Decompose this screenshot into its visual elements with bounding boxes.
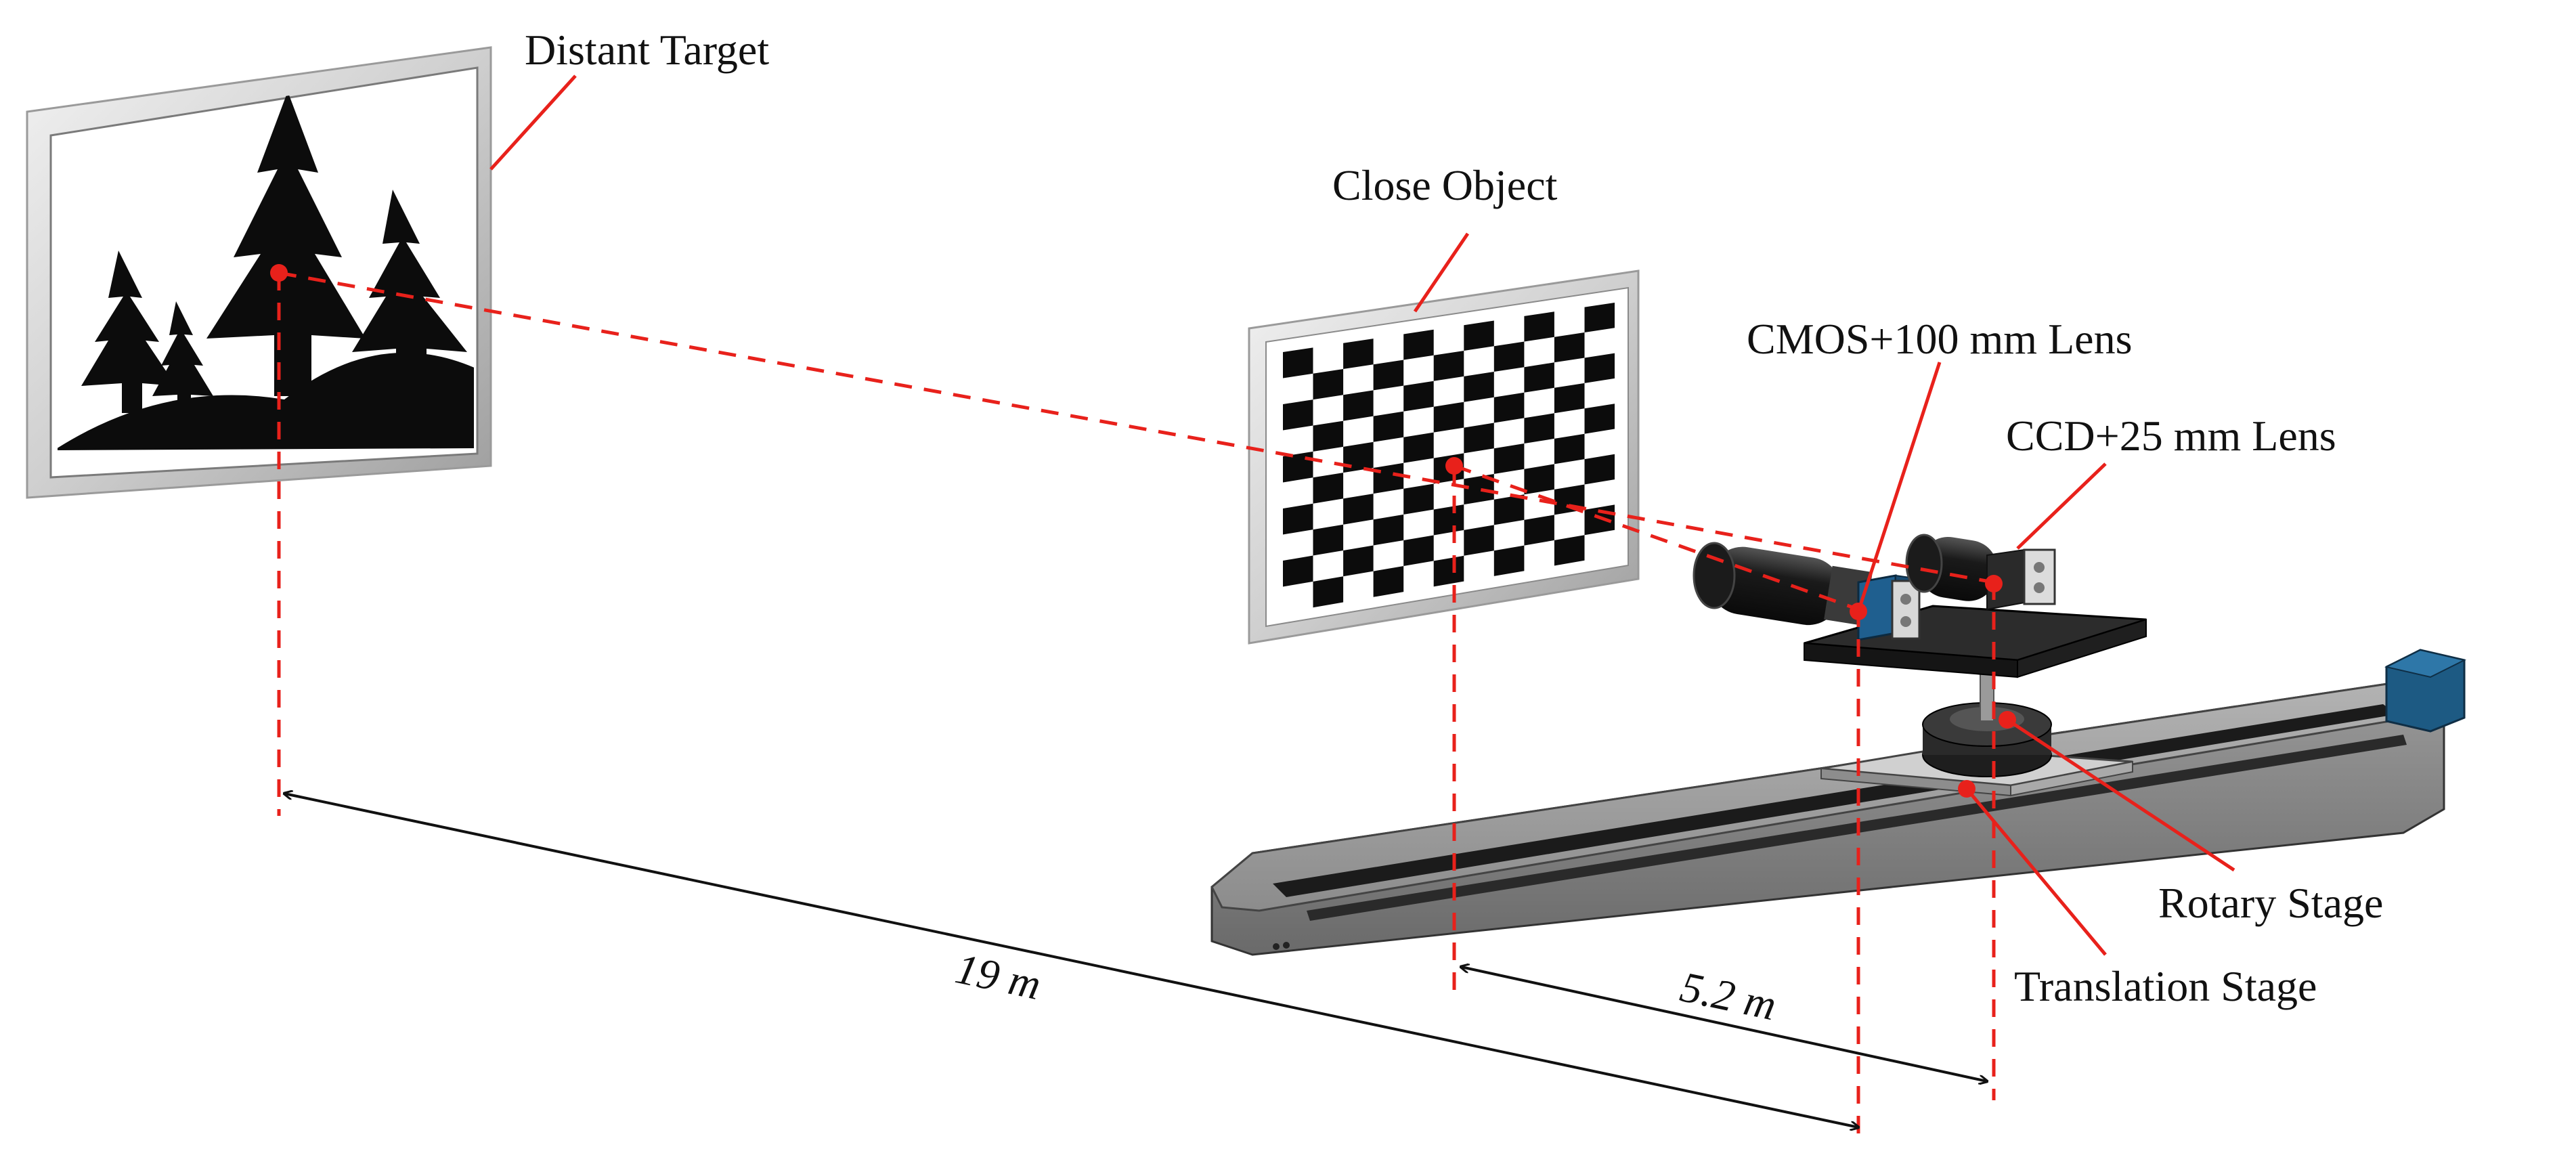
checker-square [1403,483,1434,515]
label-cmos-camera: CMOS+100 mm Lens [1747,315,2132,363]
checker-square [1373,462,1404,494]
checker-square [1343,545,1374,577]
dimension-5-2m: 5.2 m [1676,962,1781,1029]
checker-square [1524,464,1554,495]
checker-square [1313,524,1344,556]
checker-square [1554,383,1585,414]
checker-square [1283,347,1313,378]
distant-target-board [26,46,492,499]
checker-square [1493,341,1525,372]
label-rotary-stage: Rotary Stage [2158,879,2383,927]
checker-square [1584,454,1615,485]
label-close-object: Close Object [1332,161,1558,209]
checker-square [1433,351,1464,381]
checker-square [1403,432,1434,463]
checker-square [1584,404,1615,434]
checker-square [1493,545,1525,576]
cmos-leader [1856,362,1942,612]
checker-square [1524,311,1554,342]
distant-target-leader [489,74,577,171]
cmos-camera [1693,542,1921,641]
label-translation-stage: Translation Stage [2014,962,2317,1010]
checker-square [1493,392,1525,423]
checker-square [1433,555,1464,587]
dimension-19m: 19 m [952,944,1045,1009]
checker-square [1464,422,1494,454]
checker-square [1524,515,1554,546]
checker-square [1554,535,1585,566]
checker-square [1584,303,1615,332]
checker-square [1373,411,1404,442]
trees-silhouette [58,91,474,450]
label-distant-target: Distant Target [525,26,769,74]
checker-square [1403,329,1434,360]
ccd-camera [1905,534,2056,611]
checker-square [1343,339,1374,369]
checker-square [1464,525,1494,556]
rotary-leader [2006,718,2235,872]
translation-leader [1965,787,2107,956]
checker-square [1403,535,1434,566]
checker-square [1343,494,1374,525]
motor-block [2384,649,2466,733]
checker-square [1464,372,1494,402]
checker-square [1493,494,1525,525]
checker-square [1433,504,1464,536]
checker-square [1584,353,1615,383]
checker-square [1554,433,1585,464]
rotary-stage [1922,659,2052,777]
checker-square [1464,320,1494,351]
checker-square [1283,399,1313,431]
label-ccd-camera: CCD+25 mm Lens [2006,412,2336,460]
checkerboard-pattern [1283,303,1615,608]
checker-square [1464,474,1494,505]
ccd-leader [2016,462,2107,550]
distance-arrow-5-2m [1461,967,1987,1081]
checker-square [1493,443,1525,474]
checker-square [1373,566,1404,597]
checker-square [1313,369,1344,400]
checker-square [1313,576,1344,608]
checker-square [1373,514,1404,546]
close-object-board [1248,269,1640,645]
checker-square [1524,413,1554,443]
checker-square [1283,555,1313,587]
checker-square [1313,473,1344,504]
close-object-leader [1413,232,1470,313]
checker-square [1524,362,1554,393]
checker-square [1373,360,1404,391]
checker-square [1283,503,1313,535]
optical-guide-lines [277,271,1996,1144]
checker-square [1313,420,1344,452]
checker-square [1403,381,1434,412]
checker-square [1343,390,1374,421]
checker-square [1554,332,1585,363]
checker-square [1433,402,1464,433]
